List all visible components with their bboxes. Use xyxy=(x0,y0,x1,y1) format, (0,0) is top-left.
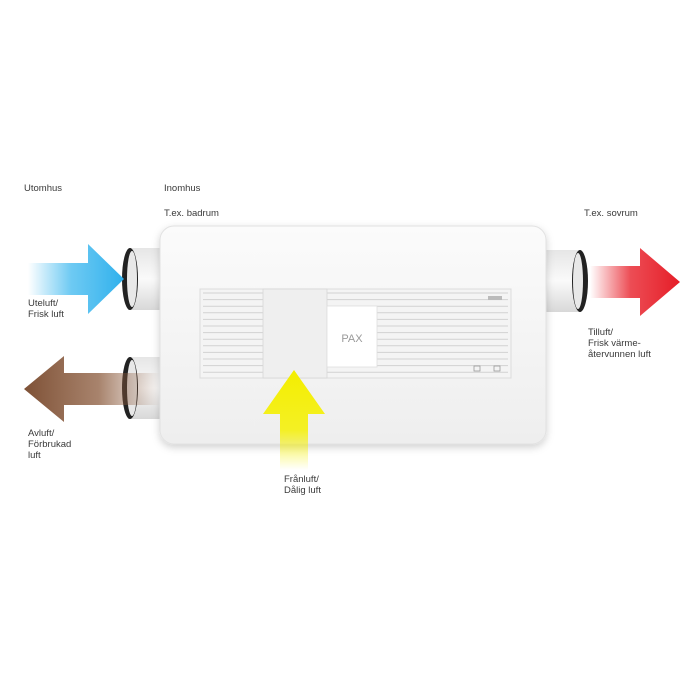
outdoor-air-label-line1: Uteluft/ xyxy=(28,298,59,309)
extract-air-label-line2: Dålig luft xyxy=(284,485,321,496)
ventilation-unit: PAX xyxy=(159,225,547,445)
outdoor-air-label: Uteluft/ Frisk luft xyxy=(28,298,64,320)
extract-air-label-line1: Frånluft/ xyxy=(284,474,319,485)
indicator-light-1 xyxy=(473,365,481,372)
exhaust-air-label-line3: luft xyxy=(28,450,41,461)
supply-air-label: Tilluft/ Frisk värme- återvunnen luft xyxy=(588,327,651,360)
brand-logo: PAX xyxy=(341,333,363,345)
logo-panel xyxy=(326,305,378,368)
status-indicator xyxy=(488,296,502,300)
airflow-arrows xyxy=(24,244,680,470)
indoor-zone-label: Inomhus xyxy=(164,183,201,194)
exhaust-air-label-line1: Avluft/ xyxy=(28,428,55,439)
supply-air-label-line2: Frisk värme- xyxy=(588,338,641,349)
supply-air-label-line1: Tilluft/ xyxy=(588,327,613,338)
extract-air-label: Frånluft/ Dålig luft xyxy=(284,474,321,496)
outdoor-zone-label: Utomhus xyxy=(24,183,63,194)
extract-air-arrow xyxy=(263,370,325,470)
supply-room-label: T.ex. sovrum xyxy=(584,208,638,219)
exhaust-air-label: Avluft/ Förbrukad luft xyxy=(28,428,71,461)
exhaust-air-arrow xyxy=(24,356,160,422)
supply-air-label-line3: återvunnen luft xyxy=(588,349,651,360)
exhaust-air-label-line2: Förbrukad xyxy=(28,439,72,450)
outdoor-air-arrow xyxy=(28,244,124,314)
supply-air-arrow xyxy=(590,248,680,316)
extract-room-label: T.ex. badrum xyxy=(164,208,219,219)
outdoor-air-label-line2: Frisk luft xyxy=(28,309,64,320)
indicator-light-2 xyxy=(493,365,501,372)
